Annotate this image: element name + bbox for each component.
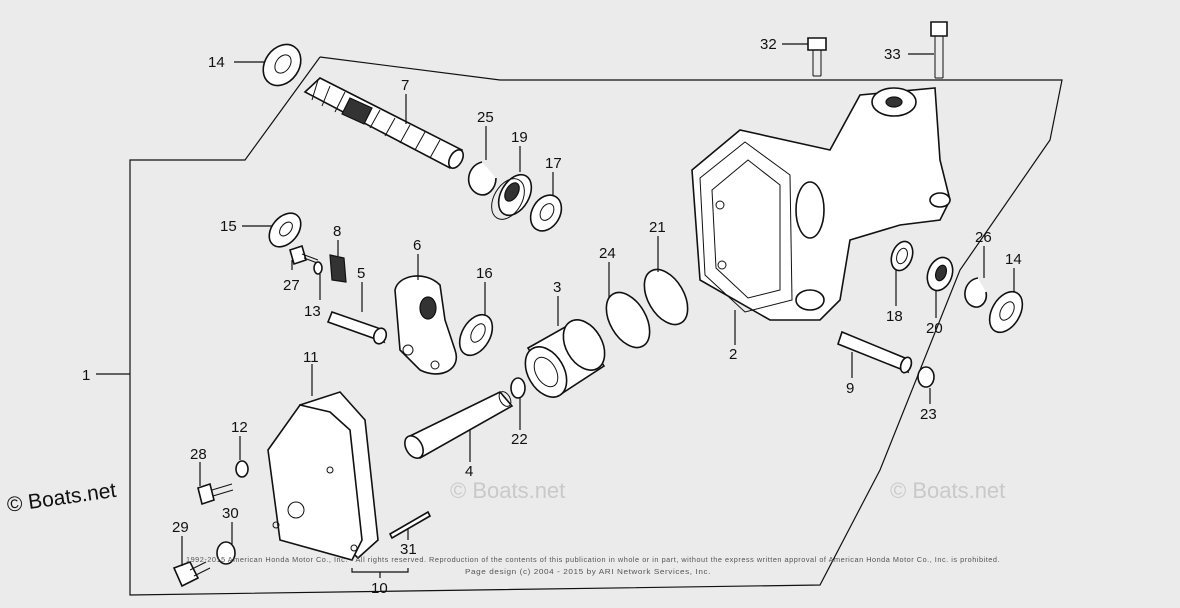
part-2-gear-housing[interactable] (691, 87, 951, 321)
callout-12[interactable]: 12 (231, 419, 248, 436)
callout-1[interactable]: 1 (82, 367, 90, 384)
part-32-bolt[interactable] (807, 37, 827, 77)
part-8-clip[interactable] (329, 254, 347, 283)
callout-14-right[interactable]: 14 (1005, 251, 1022, 268)
part-23-o-ring[interactable] (917, 366, 935, 388)
callout-23[interactable]: 23 (920, 406, 937, 423)
part-30-washer[interactable] (216, 541, 236, 565)
callout-24[interactable]: 24 (599, 245, 616, 262)
part-9-pin[interactable] (837, 330, 913, 374)
watermark-center: © Boats.net (450, 478, 565, 503)
callout-11[interactable]: 11 (303, 349, 319, 366)
part-14-washer-right[interactable] (983, 286, 1029, 338)
callout-13[interactable]: 13 (304, 303, 321, 320)
callout-3[interactable]: 3 (553, 279, 561, 296)
part-6-shift-arm[interactable] (394, 275, 458, 375)
callout-4[interactable]: 4 (465, 463, 473, 480)
assembly-boundary (129, 56, 1063, 596)
callout-25[interactable]: 25 (477, 109, 494, 126)
part-26-circlip[interactable] (964, 277, 988, 308)
watermark-right: © Boats.net (890, 478, 1005, 503)
part-21-ring[interactable] (635, 262, 696, 332)
callout-29[interactable]: 29 (172, 519, 189, 536)
part-16-washer[interactable] (453, 309, 499, 361)
part-19-bearing[interactable] (485, 169, 538, 225)
callout-17[interactable]: 17 (545, 155, 562, 172)
callout-9[interactable]: 9 (846, 380, 854, 397)
part-28-bolt[interactable] (197, 482, 234, 506)
part-5-pin[interactable] (326, 310, 388, 346)
part-13-washer[interactable] (313, 261, 323, 275)
callout-labels: 14 7 25 19 17 15 8 6 5 16 27 13 3 24 21 … (82, 36, 1022, 597)
callout-5[interactable]: 5 (357, 265, 365, 282)
part-27-bolt[interactable] (289, 244, 321, 266)
part-20-bearing[interactable] (923, 254, 957, 294)
leader-lines (96, 43, 1015, 578)
part-14-washer-left[interactable] (255, 37, 308, 93)
callout-16[interactable]: 16 (476, 265, 493, 282)
callout-6[interactable]: 6 (413, 237, 421, 254)
part-12-washer[interactable] (235, 460, 249, 478)
part-25-circlip[interactable] (467, 161, 497, 196)
callout-21[interactable]: 21 (649, 219, 666, 236)
part-4-shift-shaft[interactable] (401, 390, 514, 462)
watermark-left: © Boats.net (5, 479, 117, 517)
part-24-ring[interactable] (597, 285, 658, 355)
callout-33[interactable]: 33 (884, 46, 901, 63)
footer-copyright: 1992-2015 American Honda Motor Co., Inc.… (186, 557, 1000, 564)
callout-8[interactable]: 8 (333, 223, 341, 240)
part-15-washer[interactable] (263, 207, 307, 253)
callout-26[interactable]: 26 (975, 229, 992, 246)
callout-19[interactable]: 19 (511, 129, 528, 146)
callout-10[interactable]: 10 (371, 580, 388, 597)
callout-32[interactable]: 32 (760, 36, 777, 53)
callout-15[interactable]: 15 (220, 218, 237, 235)
callout-2[interactable]: 2 (729, 346, 737, 363)
part-18-washer[interactable] (887, 238, 916, 273)
part-22-o-ring[interactable] (510, 377, 526, 399)
part-7-output-shaft[interactable] (303, 77, 466, 171)
footer-page-design: Page design (c) 2004 - 2015 by ARI Netwo… (465, 569, 711, 576)
callout-22[interactable]: 22 (511, 431, 528, 448)
callout-20[interactable]: 20 (926, 320, 943, 337)
part-3-shift-sleeve[interactable] (517, 313, 613, 405)
callout-31[interactable]: 31 (400, 541, 417, 558)
callout-14-left[interactable]: 14 (208, 54, 225, 71)
callout-27[interactable]: 27 (283, 277, 300, 294)
part-29-drain-plug[interactable] (172, 560, 211, 588)
part-17-washer[interactable] (524, 190, 567, 237)
callout-30[interactable]: 30 (222, 505, 239, 522)
part-31-pin[interactable] (388, 510, 432, 540)
part-33-bolt[interactable] (930, 21, 948, 79)
part-10-cover[interactable] (267, 404, 363, 561)
callout-28[interactable]: 28 (190, 446, 207, 463)
callout-7[interactable]: 7 (401, 77, 409, 94)
callout-18[interactable]: 18 (886, 308, 903, 325)
